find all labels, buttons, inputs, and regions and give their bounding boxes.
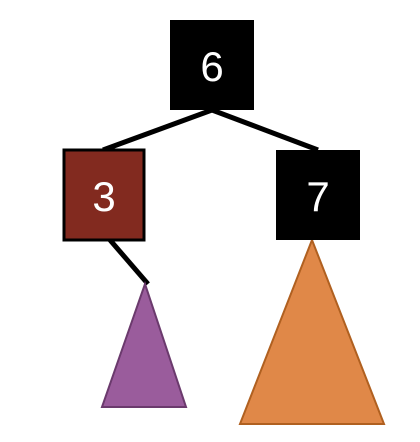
- tree-node-root: 6: [170, 20, 254, 110]
- right-subtree-triangle: [238, 237, 386, 425]
- node-label-left: 3: [92, 173, 115, 220]
- edge-root-left: [102, 107, 213, 153]
- edge-root-right: [211, 107, 319, 153]
- tree-node-right: 7: [276, 150, 360, 240]
- node-box-left: [62, 148, 146, 242]
- tree-node-left: 3: [62, 148, 146, 242]
- left-subtree-triangle: [100, 280, 188, 408]
- node-label-right: 7: [306, 173, 329, 220]
- node-label-root: 6: [200, 43, 223, 90]
- edge-left-subtree: [108, 238, 150, 286]
- node-box-root: [170, 20, 254, 110]
- node-box-right: [276, 150, 360, 240]
